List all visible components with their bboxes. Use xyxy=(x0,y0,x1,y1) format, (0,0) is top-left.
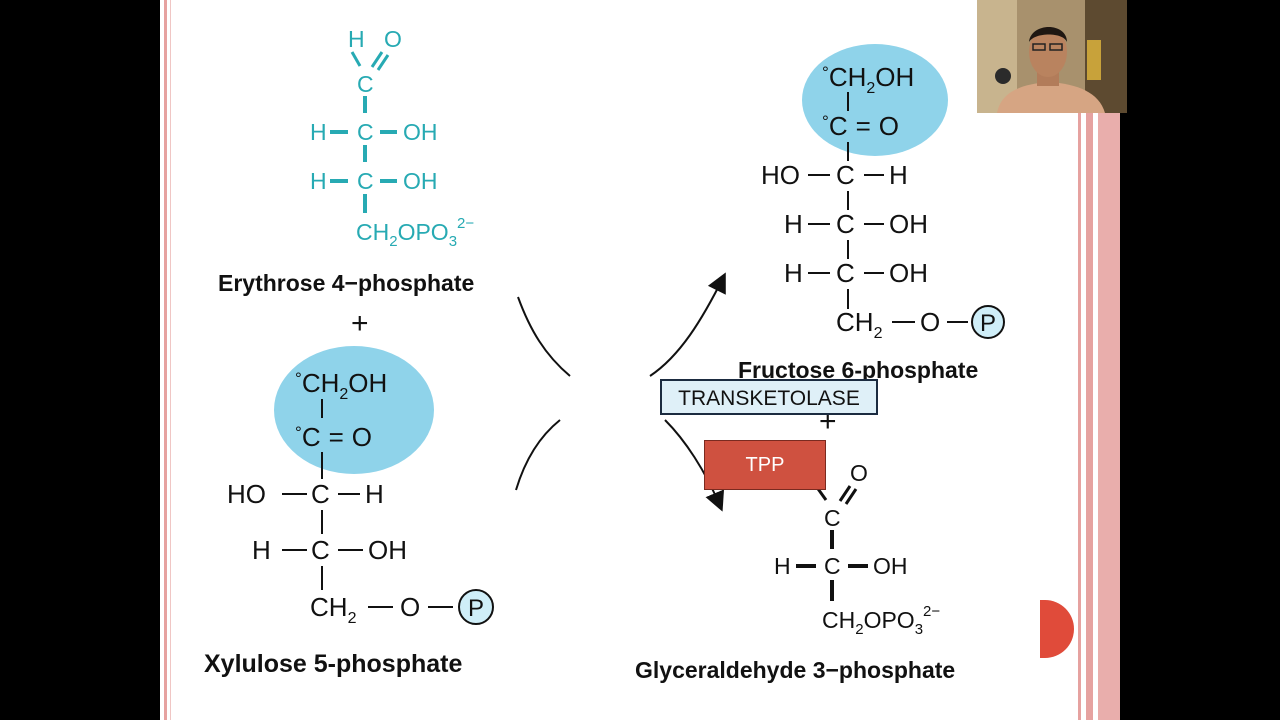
glyceraldehyde-c1: C xyxy=(824,505,841,531)
erythrose-bond-o1 xyxy=(370,51,384,68)
fructose-r3-c: C xyxy=(836,160,855,190)
fructose-r4-oh: OH xyxy=(889,209,928,239)
xylulose-r4-oh: OH xyxy=(368,535,407,565)
glyceraldehyde-r2-oh: OH xyxy=(873,553,908,579)
reaction-arrow-lower-left xyxy=(515,419,561,491)
right-border-stripe-2 xyxy=(1086,0,1093,720)
fructose-r5-oh: OH xyxy=(889,258,928,288)
xylulose-r4-h: H xyxy=(252,535,271,565)
fructose-r6-o: O xyxy=(920,307,940,337)
erythrose-r2-c: C xyxy=(357,119,374,145)
presenter-webcam-overlay xyxy=(977,0,1127,113)
xylulose-label: Xylulose 5-phosphate xyxy=(204,650,463,678)
left-border-stripe-inner xyxy=(170,0,171,720)
fructose-r5-h: H xyxy=(784,258,803,288)
reaction-arrow-upper-left xyxy=(517,296,571,377)
erythrose-label: Erythrose 4−phosphate xyxy=(218,270,475,296)
fructose-highlight xyxy=(802,44,948,156)
erythrose-h-top: H xyxy=(348,26,365,52)
fructose-r3-h: H xyxy=(889,160,908,190)
fructose-phosphate-p: P xyxy=(980,310,996,337)
erythrose-r3-h: H xyxy=(310,168,327,194)
erythrose-bond-o2 xyxy=(376,54,390,71)
fructose-r4-c: C xyxy=(836,209,855,239)
glyceraldehyde-bond-o1 xyxy=(838,485,852,502)
erythrose-r3-oh: OH xyxy=(403,168,438,194)
fructose-r1: °CH2OH xyxy=(822,62,914,97)
xylulose-r4-c: C xyxy=(311,535,330,565)
reaction-arrow-lower-right xyxy=(664,419,725,512)
xylulose-r5-o: O xyxy=(400,592,420,622)
fructose-r5-c: C xyxy=(836,258,855,288)
glyceraldehyde-r2-h: H xyxy=(774,553,791,579)
left-border-stripe xyxy=(164,0,167,720)
xylulose-highlight xyxy=(274,346,434,474)
fructose-r3-ho: HO xyxy=(761,160,800,190)
fructose-phosphate-circle xyxy=(971,305,1005,339)
cofactor-box: TPP xyxy=(704,440,826,490)
erythrose-r3-c: C xyxy=(357,168,374,194)
erythrose-c1: C xyxy=(357,71,374,97)
xylulose-r2: °C=O xyxy=(295,422,372,452)
enzyme-label: TRANSKETOLASE xyxy=(660,379,878,415)
glyceraldehyde-r2-c: C xyxy=(824,553,841,579)
xylulose-r3-ho: HO xyxy=(227,479,266,509)
fructose-r6-ch2: CH2 xyxy=(836,307,883,342)
glyceraldehyde-phosphate-group: CH2OPO32− xyxy=(822,603,940,638)
erythrose-structure: H O C H C OH H C OH CH2OPO32− xyxy=(310,26,474,250)
xylulose-structure: °CH2OH °C=O HO C H H C OH CH2 O P xyxy=(227,346,494,627)
diagram-canvas: H O C H C OH H C OH CH2OPO32− °CH2OH xyxy=(227,26,1005,638)
presenter-figure xyxy=(977,0,1127,113)
xylulose-r3-c: C xyxy=(311,479,330,509)
reaction-arrow-upper-right xyxy=(649,272,726,377)
glyceraldehyde-label: Glyceraldehyde 3−phosphate xyxy=(635,657,956,683)
erythrose-r2-h: H xyxy=(310,119,327,145)
xylulose-phosphate-circle xyxy=(458,589,494,625)
fructose-r4-h: H xyxy=(784,209,803,239)
right-border-stripe-1 xyxy=(1078,0,1081,720)
slide: H O C H C OH H C OH CH2OPO32− °CH2OH xyxy=(160,0,1120,720)
xylulose-r5-ch2: CH2 xyxy=(310,592,357,627)
fructose-label: Fructose 6-phosphate xyxy=(738,357,979,383)
fructose-structure: °CH2OH °C=O HO C H H C OH H C OH CH2 O xyxy=(761,44,1005,342)
glyceraldehyde-o-top: O xyxy=(850,460,868,486)
xylulose-r3-h: H xyxy=(365,479,384,509)
glyceraldehyde-bond-o2 xyxy=(844,488,858,505)
xylulose-phosphate-p: P xyxy=(468,595,484,622)
xylulose-r1: °CH2OH xyxy=(295,368,387,403)
erythrose-o-top: O xyxy=(384,26,402,52)
plus-sign-left: + xyxy=(351,307,369,340)
erythrose-r2-oh: OH xyxy=(403,119,438,145)
erythrose-bond-h xyxy=(350,51,362,67)
right-border-stripe-3 xyxy=(1098,0,1120,720)
fructose-r2: °C=O xyxy=(822,111,899,141)
erythrose-phosphate-group: CH2OPO32− xyxy=(356,215,474,250)
